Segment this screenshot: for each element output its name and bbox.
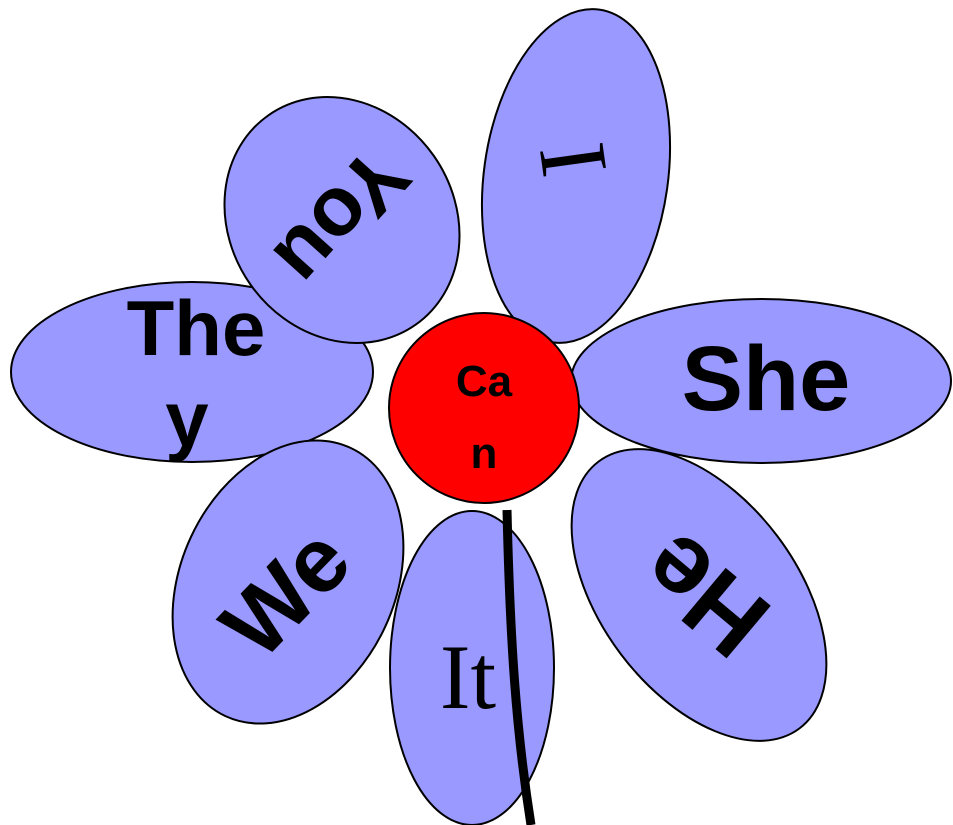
label-it: It: [440, 626, 497, 728]
petal-i: [462, 0, 691, 355]
center-label-line2: n: [471, 429, 498, 478]
label-she: She: [682, 328, 851, 430]
center-label-line1: Ca: [456, 357, 513, 406]
label-they-line1: The: [127, 284, 266, 372]
label-they-line2: y: [165, 375, 208, 463]
